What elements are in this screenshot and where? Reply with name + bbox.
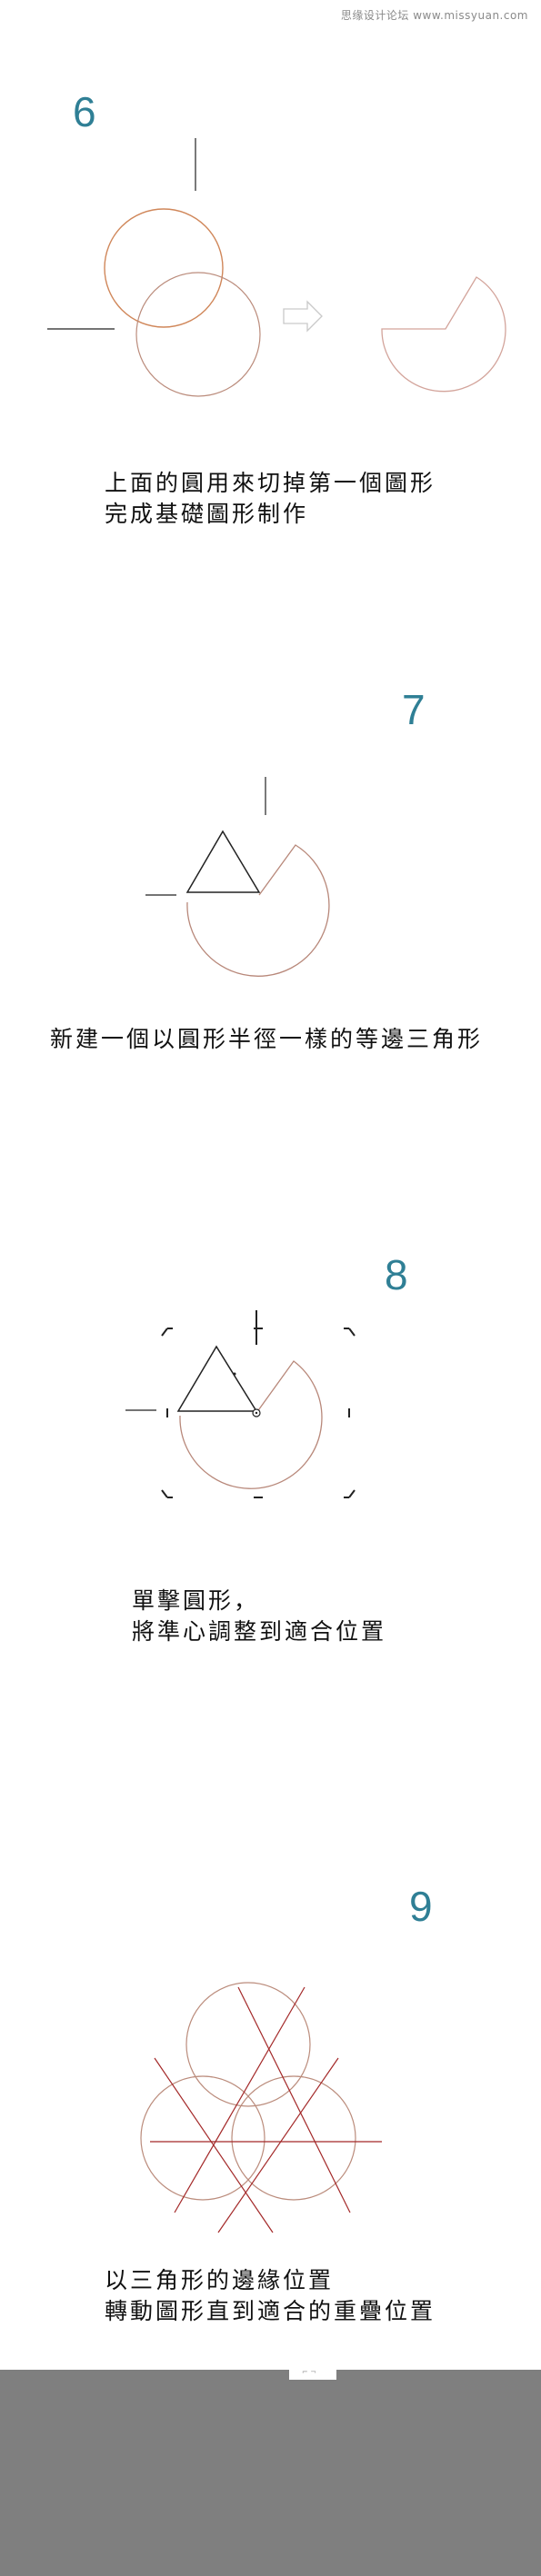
step-8-caption-line-2: 將準心調整到適合位置: [132, 1618, 387, 1645]
step-7-caption-line-1: 新建一個以圓形半徑一樣的等邊三角形: [50, 1026, 484, 1052]
step-9-figure: [140, 1982, 382, 2233]
step-9-caption-line-1: 以三角形的邊緣位置: [105, 2267, 335, 2293]
step-8-caption: 單擊圓形， 將準心調整到適合位置: [132, 1586, 386, 1647]
footer-tab: [289, 2367, 336, 2380]
step-6-caption: 上面的圓用來切掉第一個圖形 完成基礎圖形制作: [105, 468, 436, 530]
rotation-center-icon[interactable]: [252, 1408, 261, 1417]
step-7-caption: 新建一個以圓形半徑一樣的等邊三角形: [50, 1024, 483, 1055]
step-8-figure: [125, 1310, 356, 1498]
step-7-number: 7: [402, 686, 426, 733]
step-9-caption-line-2: 轉動圖形直到適合的重疊位置: [105, 2298, 436, 2324]
step-6-figure: [47, 138, 506, 397]
arrow-right-icon: [283, 300, 323, 333]
step-8-number: 8: [385, 1251, 408, 1298]
site-watermark: 思缘设计论坛 www.missyuan.com: [340, 9, 528, 22]
step-7-figure: [145, 777, 330, 977]
footer-band: [0, 2370, 541, 2576]
footer-mark: ⌐ ¬: [302, 2368, 316, 2376]
step-9-number: 9: [409, 1883, 433, 1930]
step-6-caption-line-2: 完成基礎圖形制作: [105, 501, 309, 527]
step-6-number: 6: [73, 88, 96, 135]
step-8-caption-line-1: 單擊圓形，: [132, 1587, 260, 1614]
step-9-caption: 以三角形的邊緣位置 轉動圖形直到適合的重疊位置: [105, 2265, 436, 2327]
step-6-caption-line-1: 上面的圓用來切掉第一個圖形: [105, 470, 436, 496]
selection-handles[interactable]: [161, 1328, 356, 1498]
